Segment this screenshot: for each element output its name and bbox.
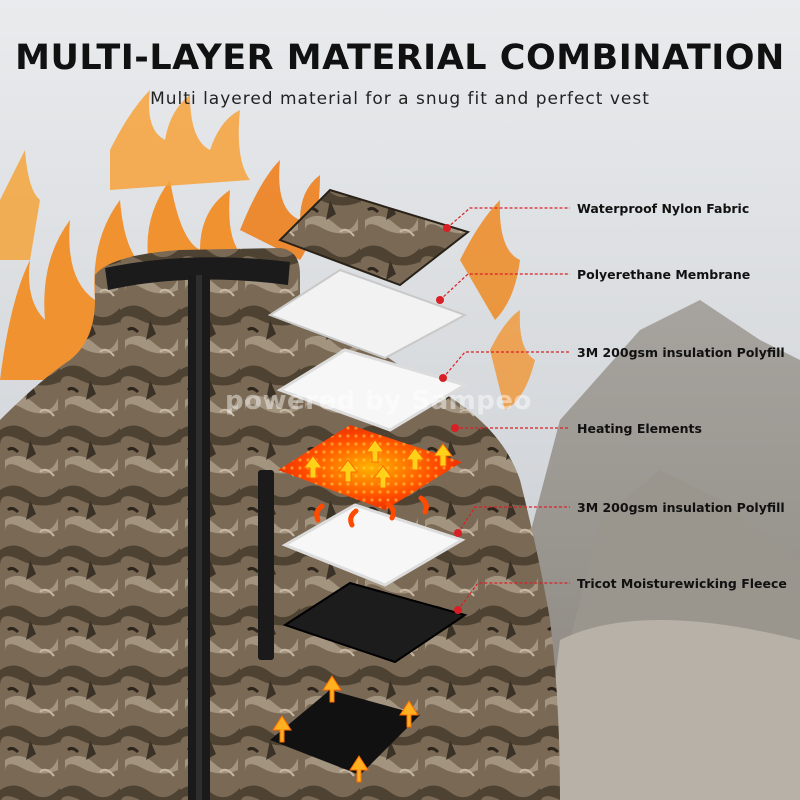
- layer-base: [270, 690, 420, 775]
- layer-insulation-bottom: [281, 503, 466, 587]
- layer-nylon: [278, 188, 471, 287]
- layer-label-insulation-top: 3M 200gsm insulation Polyfill: [577, 345, 785, 360]
- layer-label-insulation-bottom: 3M 200gsm insulation Polyfill: [577, 500, 785, 515]
- layer-insulation-top: [276, 348, 469, 432]
- page-title: MULTI-LAYER MATERIAL COMBINATION: [15, 38, 785, 78]
- layer-fleece: [282, 581, 468, 664]
- watermark: powered by Sampeo: [225, 386, 532, 416]
- layer-label-fleece: Tricot Moisturewicking Fleece: [577, 576, 787, 591]
- layer-membrane: [267, 268, 468, 360]
- page-subtitle: Multi layered material for a snug fit an…: [150, 89, 650, 109]
- layer-label-membrane: Polyerethane Membrane: [577, 267, 751, 282]
- layer-label-heating: Heating Elements: [577, 421, 702, 436]
- layer-label-nylon: Waterproof Nylon Fabric: [577, 201, 750, 216]
- layer-stack: [267, 188, 471, 783]
- callout-lines: [439, 207, 570, 611]
